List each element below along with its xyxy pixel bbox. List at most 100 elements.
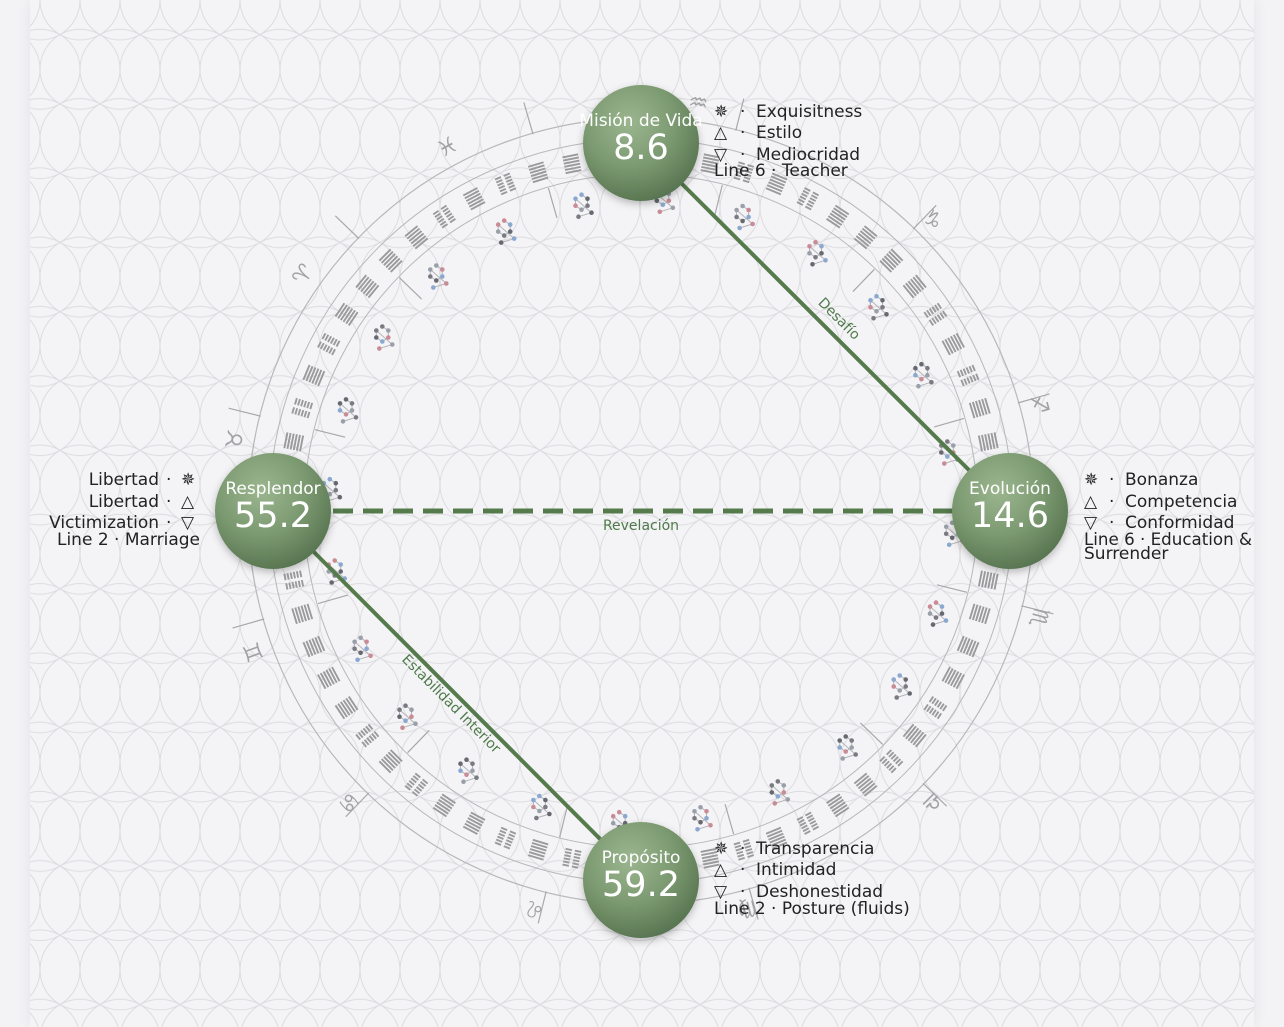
- inner-divider: [317, 594, 348, 605]
- triangle-up-icon: △: [181, 492, 195, 512]
- hexagram-icon: [968, 397, 991, 419]
- molecule-icon: [837, 734, 858, 761]
- inner-divider: [724, 804, 735, 835]
- hexagram-icon: [853, 772, 878, 797]
- hexagram-icon: [977, 432, 999, 452]
- node-evolucion[interactable]: Evolución 14.6: [952, 453, 1068, 569]
- triangle-up-icon: △: [714, 860, 728, 880]
- gift-icon: ✵: [714, 839, 728, 859]
- inner-divider: [859, 722, 884, 745]
- hexagram-icon: [378, 248, 403, 273]
- hexagram-icon: [355, 274, 380, 299]
- hexagram-icon: [334, 302, 359, 326]
- gift-icon: ✵: [714, 102, 728, 122]
- sign-divider: [912, 204, 937, 230]
- inner-divider: [314, 429, 346, 438]
- node-proposito[interactable]: Propósito 59.2: [583, 822, 699, 938]
- triangle-up-icon: △: [1084, 492, 1098, 512]
- node-evolucion-value: 14.6: [971, 496, 1049, 536]
- separator: ·: [1109, 513, 1114, 533]
- edge-label-revelacion: Revelación: [603, 518, 679, 534]
- hexagram-icon: [462, 811, 486, 835]
- hexagram-icon: [826, 204, 850, 229]
- hexagram-icon: [941, 332, 965, 356]
- separator: ·: [740, 860, 745, 880]
- molecule-icon: [573, 192, 594, 219]
- molecule-icon: [495, 218, 517, 245]
- hexagram-icon: [432, 204, 456, 229]
- info-evolucion-line: Line 6 · Education &: [1084, 530, 1252, 550]
- hexagram-icon: [527, 838, 549, 861]
- molecule-icon: [769, 779, 791, 806]
- info-mision-gift: Exquisitness: [756, 102, 862, 122]
- inner-divider: [852, 268, 875, 293]
- info-proposito-up: Intimidad: [756, 860, 836, 880]
- separator: ·: [1109, 470, 1114, 490]
- hexagram-icon: [796, 811, 820, 835]
- hexagram-icon: [923, 302, 948, 326]
- sign-divider: [537, 891, 547, 924]
- hexagram-icon: [879, 749, 904, 774]
- hexagram-icon: [283, 570, 305, 590]
- inner-divider: [398, 277, 423, 300]
- hexagram-icon: [733, 161, 755, 184]
- hexagram-icon: [432, 793, 456, 818]
- triangle-up-icon: △: [714, 123, 728, 143]
- separator: ·: [166, 470, 171, 490]
- molecule-icon: [428, 263, 449, 290]
- aquarius-icon: ♒: [687, 90, 710, 118]
- node-mision[interactable]: Misión de Vida 8.6: [579, 85, 703, 201]
- inner-divider: [407, 729, 430, 754]
- hexagram-icon: [700, 847, 720, 869]
- inner-divider: [547, 187, 558, 218]
- hexagram-icon: [826, 793, 850, 818]
- node-mision-value: 8.6: [613, 128, 669, 168]
- info-evolucion-line2: Surrender: [1084, 544, 1168, 564]
- hexagram-icon: [527, 161, 549, 184]
- molecule-icon: [807, 240, 828, 267]
- info-evolucion-down: Conformidad: [1125, 513, 1234, 533]
- triangle-down-icon: ▽: [714, 882, 728, 902]
- hexagram-icon: [302, 635, 326, 658]
- node-evolucion-name: Evolución: [969, 479, 1051, 499]
- hexagram-icon: [902, 274, 927, 299]
- sign-divider: [1017, 393, 1050, 404]
- molecule-icon: [692, 805, 713, 832]
- hexagram-icon: [968, 603, 991, 625]
- hexagram-icon: [956, 364, 980, 387]
- molecule-icon: [337, 397, 359, 424]
- sign-dividers: [228, 98, 1054, 924]
- node-resplendor[interactable]: Resplendor 55.2: [215, 453, 331, 569]
- hexagram-icon: [317, 666, 341, 690]
- sign-divider: [922, 782, 948, 807]
- separator: ·: [740, 145, 745, 165]
- hexagram-icon: [355, 723, 380, 748]
- edge-desafio: [639, 141, 1012, 513]
- separator: ·: [740, 102, 745, 122]
- hexagram-icon: [879, 248, 904, 273]
- gift-icon: ✵: [1084, 470, 1098, 490]
- sign-divider: [523, 102, 534, 135]
- node-resplendor-value: 55.2: [234, 496, 312, 536]
- hexagram-icon: [494, 172, 517, 196]
- hexagram-icon: [317, 332, 341, 356]
- triangle-down-icon: ▽: [714, 145, 728, 165]
- info-proposito-gift: Transparencia: [755, 839, 874, 859]
- connections: [271, 141, 1012, 882]
- node-resplendor-name: Resplendor: [225, 479, 320, 499]
- hexagram-icon: [977, 570, 999, 590]
- sign-divider: [228, 407, 261, 417]
- molecule-icon: [891, 673, 912, 700]
- info-evolucion: ✵ · Bonanza △ · Competencia ▽ · Conformi…: [1084, 470, 1252, 564]
- separator: ·: [1109, 492, 1114, 512]
- info-resplendor: Libertad · ✵ Libertad · △ Victimization …: [49, 470, 200, 550]
- hexagram-icon: [941, 666, 965, 690]
- hexagram-icon: [494, 826, 517, 850]
- sign-divider: [1021, 605, 1054, 615]
- hexagram-icon: [404, 772, 429, 797]
- hexagram-icon: [700, 153, 720, 175]
- molecule-icon: [352, 635, 373, 663]
- hexagram-icon: [462, 187, 486, 211]
- hexagram-icon: [923, 696, 948, 720]
